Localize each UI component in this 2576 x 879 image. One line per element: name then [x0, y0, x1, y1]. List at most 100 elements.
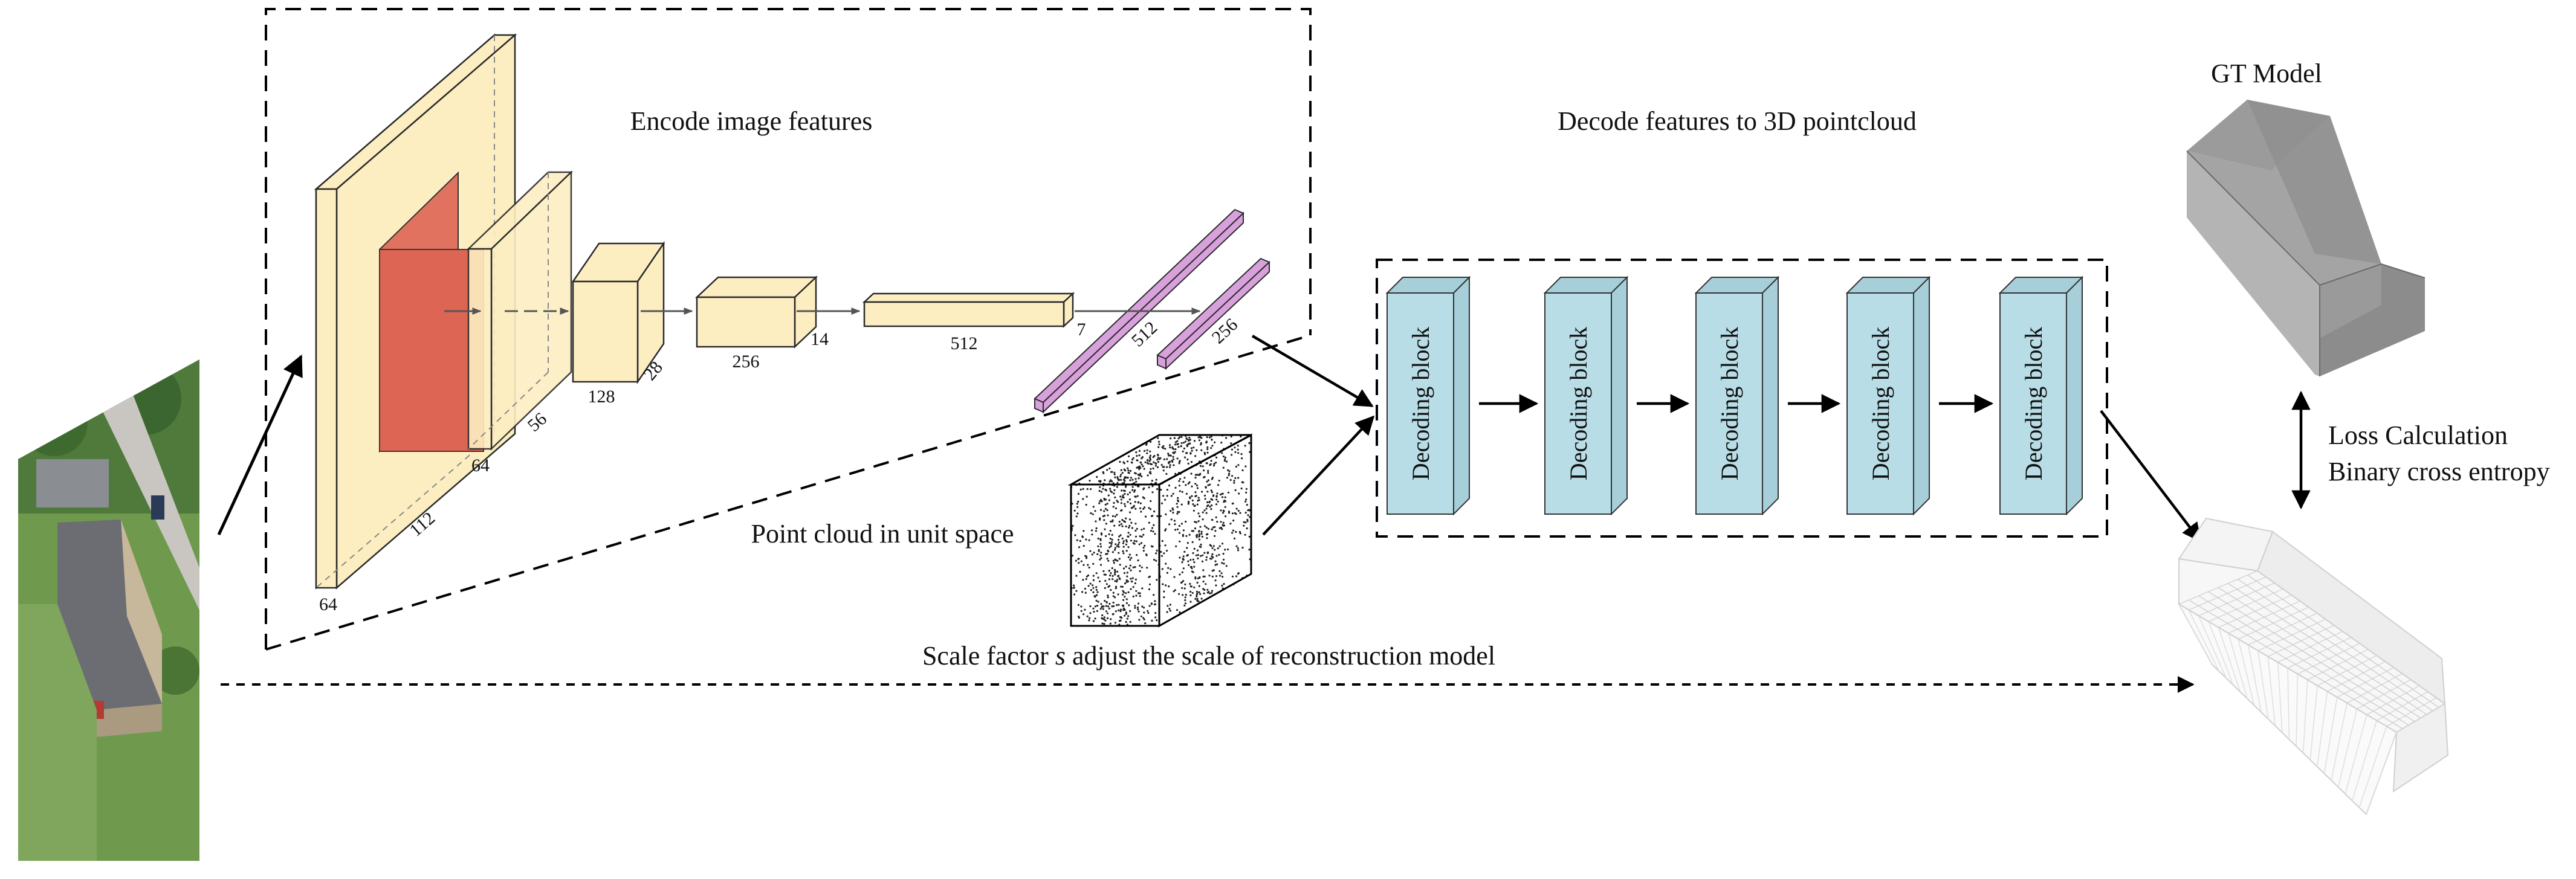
point [1159, 457, 1162, 460]
point [1220, 572, 1223, 575]
point [1203, 552, 1206, 554]
point [1240, 488, 1243, 490]
point [1168, 462, 1170, 465]
point [1231, 575, 1234, 578]
point [1072, 524, 1074, 527]
point [1130, 539, 1132, 542]
point [1237, 477, 1240, 479]
point [1173, 464, 1175, 466]
point [1186, 452, 1188, 454]
point [1205, 556, 1208, 558]
point [1095, 530, 1097, 532]
point [1210, 447, 1212, 449]
point [1228, 470, 1231, 472]
point [1187, 560, 1189, 562]
point [1134, 566, 1136, 568]
point [1223, 583, 1225, 585]
decoding-block: Decoding block [1998, 275, 2084, 516]
point [1130, 581, 1133, 583]
point [1154, 465, 1157, 467]
gt-model [2186, 100, 2426, 376]
point [1139, 507, 1142, 509]
point [1199, 555, 1202, 557]
point [1183, 587, 1186, 590]
point [1083, 564, 1085, 566]
point [1196, 487, 1199, 489]
point [1193, 446, 1195, 449]
point [1192, 530, 1195, 532]
point [1166, 495, 1168, 497]
point [1098, 549, 1100, 551]
mesh-line [2257, 570, 2445, 704]
fc-bar-512 [1034, 208, 1244, 414]
point [1230, 442, 1232, 445]
decoding-block-label: Decoding block [1716, 327, 1743, 480]
point [1174, 589, 1176, 591]
loss-line2: Binary cross entropy [2328, 457, 2550, 486]
point [1099, 555, 1102, 557]
point [1196, 549, 1199, 552]
point [1149, 471, 1151, 473]
point [1235, 465, 1237, 468]
point [1127, 455, 1130, 457]
point [1125, 613, 1127, 615]
point [1102, 515, 1104, 518]
point [1232, 520, 1235, 522]
point [1118, 524, 1121, 527]
point [1244, 521, 1247, 524]
point [1207, 504, 1209, 507]
point [1249, 451, 1251, 453]
point [1101, 617, 1103, 619]
mesh-line [2277, 662, 2283, 733]
mesh-line [2331, 703, 2348, 781]
point [1214, 530, 1217, 532]
point [1091, 529, 1093, 532]
point [1125, 581, 1128, 584]
point [1118, 575, 1120, 577]
point [1153, 455, 1156, 457]
point [1141, 587, 1144, 590]
point [1113, 501, 1115, 504]
point [1092, 506, 1095, 508]
point [1130, 588, 1132, 590]
point [1154, 533, 1156, 535]
point [1218, 545, 1221, 547]
point [1235, 575, 1238, 578]
point [1192, 558, 1194, 561]
point [1178, 485, 1181, 487]
point [1200, 449, 1203, 451]
point [1137, 474, 1139, 476]
point [1153, 603, 1156, 606]
point [1215, 456, 1218, 459]
point [1077, 500, 1079, 503]
point [1229, 523, 1232, 525]
point [1105, 600, 1108, 603]
point [1169, 446, 1171, 449]
point [1152, 530, 1154, 533]
point [1175, 545, 1177, 547]
point [1168, 460, 1171, 463]
point [1155, 462, 1157, 465]
point [1203, 451, 1206, 454]
point [1136, 495, 1139, 497]
point [1118, 577, 1121, 579]
point [1113, 524, 1116, 527]
point [1173, 520, 1176, 522]
point [1214, 526, 1216, 528]
point [1104, 503, 1107, 506]
point [1231, 512, 1234, 515]
point [1179, 540, 1181, 543]
mesh-line [2238, 639, 2255, 706]
point [1142, 496, 1144, 498]
point [1156, 459, 1159, 461]
point [1224, 500, 1227, 503]
point [1243, 524, 1245, 527]
point [1244, 445, 1246, 447]
mesh-line [2208, 591, 2415, 723]
point [1160, 555, 1163, 557]
point [1206, 436, 1208, 439]
point [1176, 512, 1179, 515]
point [1118, 558, 1121, 560]
point [1237, 547, 1239, 550]
point [1078, 616, 1080, 619]
